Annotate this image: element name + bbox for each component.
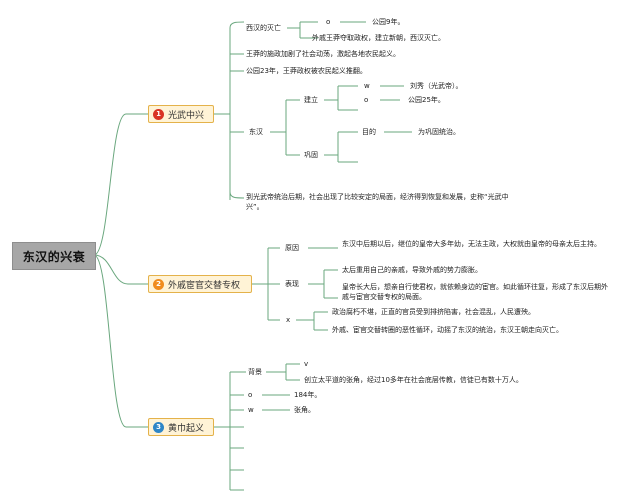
node-beijing[interactable]: 背景 bbox=[248, 368, 262, 376]
marker-w: w bbox=[248, 406, 254, 414]
branch-huangjin-uprising[interactable]: 3 黄巾起义 bbox=[148, 418, 214, 436]
node-zhangjiao[interactable]: 张角。 bbox=[294, 406, 315, 414]
node-guangwu-summary[interactable]: 到光武帝统治后期，社会出现了比较安定的局面，经济得到恢复和发展，史称“光武中兴”… bbox=[246, 193, 509, 211]
branch-label: 外戚宦官交替专权 bbox=[168, 280, 241, 291]
node-effect-2[interactable]: 外戚、宦官交替转圈的恶性循环，动摇了东汉的统治，东汉王朝走向灭亡。 bbox=[332, 326, 563, 334]
node-zhangjiao-background[interactable]: 创立太平道的张角，经过10多年在社会底层传教，信徒已有数十万人。 bbox=[304, 376, 523, 384]
marker-w: w bbox=[364, 82, 370, 90]
node-effect-1[interactable]: 政治腐朽不堪，正直的官员受到排挤陷害，社会混乱，人民遭殃。 bbox=[332, 308, 535, 316]
node-ad25[interactable]: 公园25年。 bbox=[408, 96, 445, 104]
node-jianli[interactable]: 建立 bbox=[304, 96, 318, 104]
branch-label: 黄巾起义 bbox=[168, 423, 205, 434]
node-mudi[interactable]: 目的 bbox=[362, 128, 376, 136]
node-gonggu[interactable]: 巩固 bbox=[304, 151, 318, 159]
node-ad9[interactable]: 公园9年。 bbox=[372, 18, 405, 26]
node-biaoxian[interactable]: 表现 bbox=[285, 280, 299, 288]
node-liuxiu[interactable]: 刘秀（光武帝）。 bbox=[410, 82, 463, 90]
node-ad23[interactable]: 公园23年，王莽政权被农民起义推翻。 bbox=[246, 67, 367, 75]
node-biaoxian-1[interactable]: 太后重用自己的亲戚，导致外戚的势力膨胀。 bbox=[342, 266, 482, 274]
node-xihan-fall[interactable]: 西汉的灭亡 bbox=[246, 24, 281, 32]
marker-o: o bbox=[326, 18, 331, 26]
node-ad184[interactable]: 184年。 bbox=[294, 391, 322, 399]
number-badge-3: 3 bbox=[153, 421, 164, 433]
number-badge-1: 1 bbox=[153, 108, 164, 120]
marker-v: v bbox=[304, 360, 309, 368]
node-yuanyin-text[interactable]: 东汉中后期以后，继位的皇帝大多年幼，无法主政，大权就由皇帝的母亲太后主持。 bbox=[342, 240, 601, 248]
node-wangmang-policy[interactable]: 王莽的施政加剧了社会动荡，激起各地农民起义。 bbox=[246, 50, 400, 58]
root-topic[interactable]: 东汉的兴衰 bbox=[12, 242, 96, 270]
number-badge-2: 2 bbox=[153, 278, 164, 290]
node-wangmang-usurp[interactable]: 外戚王莽夺取政权，建立新朝，西汉灭亡。 bbox=[312, 34, 445, 42]
node-biaoxian-2[interactable]: 皇帝长大后，想亲自行使君权，就依赖身边的宦官。如此循环往复，形成了东汉后期外戚与… bbox=[342, 283, 608, 301]
node-mudi-text[interactable]: 为巩固统治。 bbox=[418, 128, 460, 136]
marker-x: x bbox=[286, 316, 291, 324]
node-donghan[interactable]: 东汉 bbox=[249, 128, 263, 136]
branch-label: 光武中兴 bbox=[168, 110, 205, 121]
branch-waiqi-huanguan[interactable]: 2 外戚宦官交替专权 bbox=[148, 275, 252, 293]
marker-o: o bbox=[364, 96, 369, 104]
marker-o: o bbox=[248, 391, 253, 399]
branch-guangwu-zhongxing[interactable]: 1 光武中兴 bbox=[148, 105, 214, 123]
node-yuanyin[interactable]: 原因 bbox=[285, 244, 299, 252]
